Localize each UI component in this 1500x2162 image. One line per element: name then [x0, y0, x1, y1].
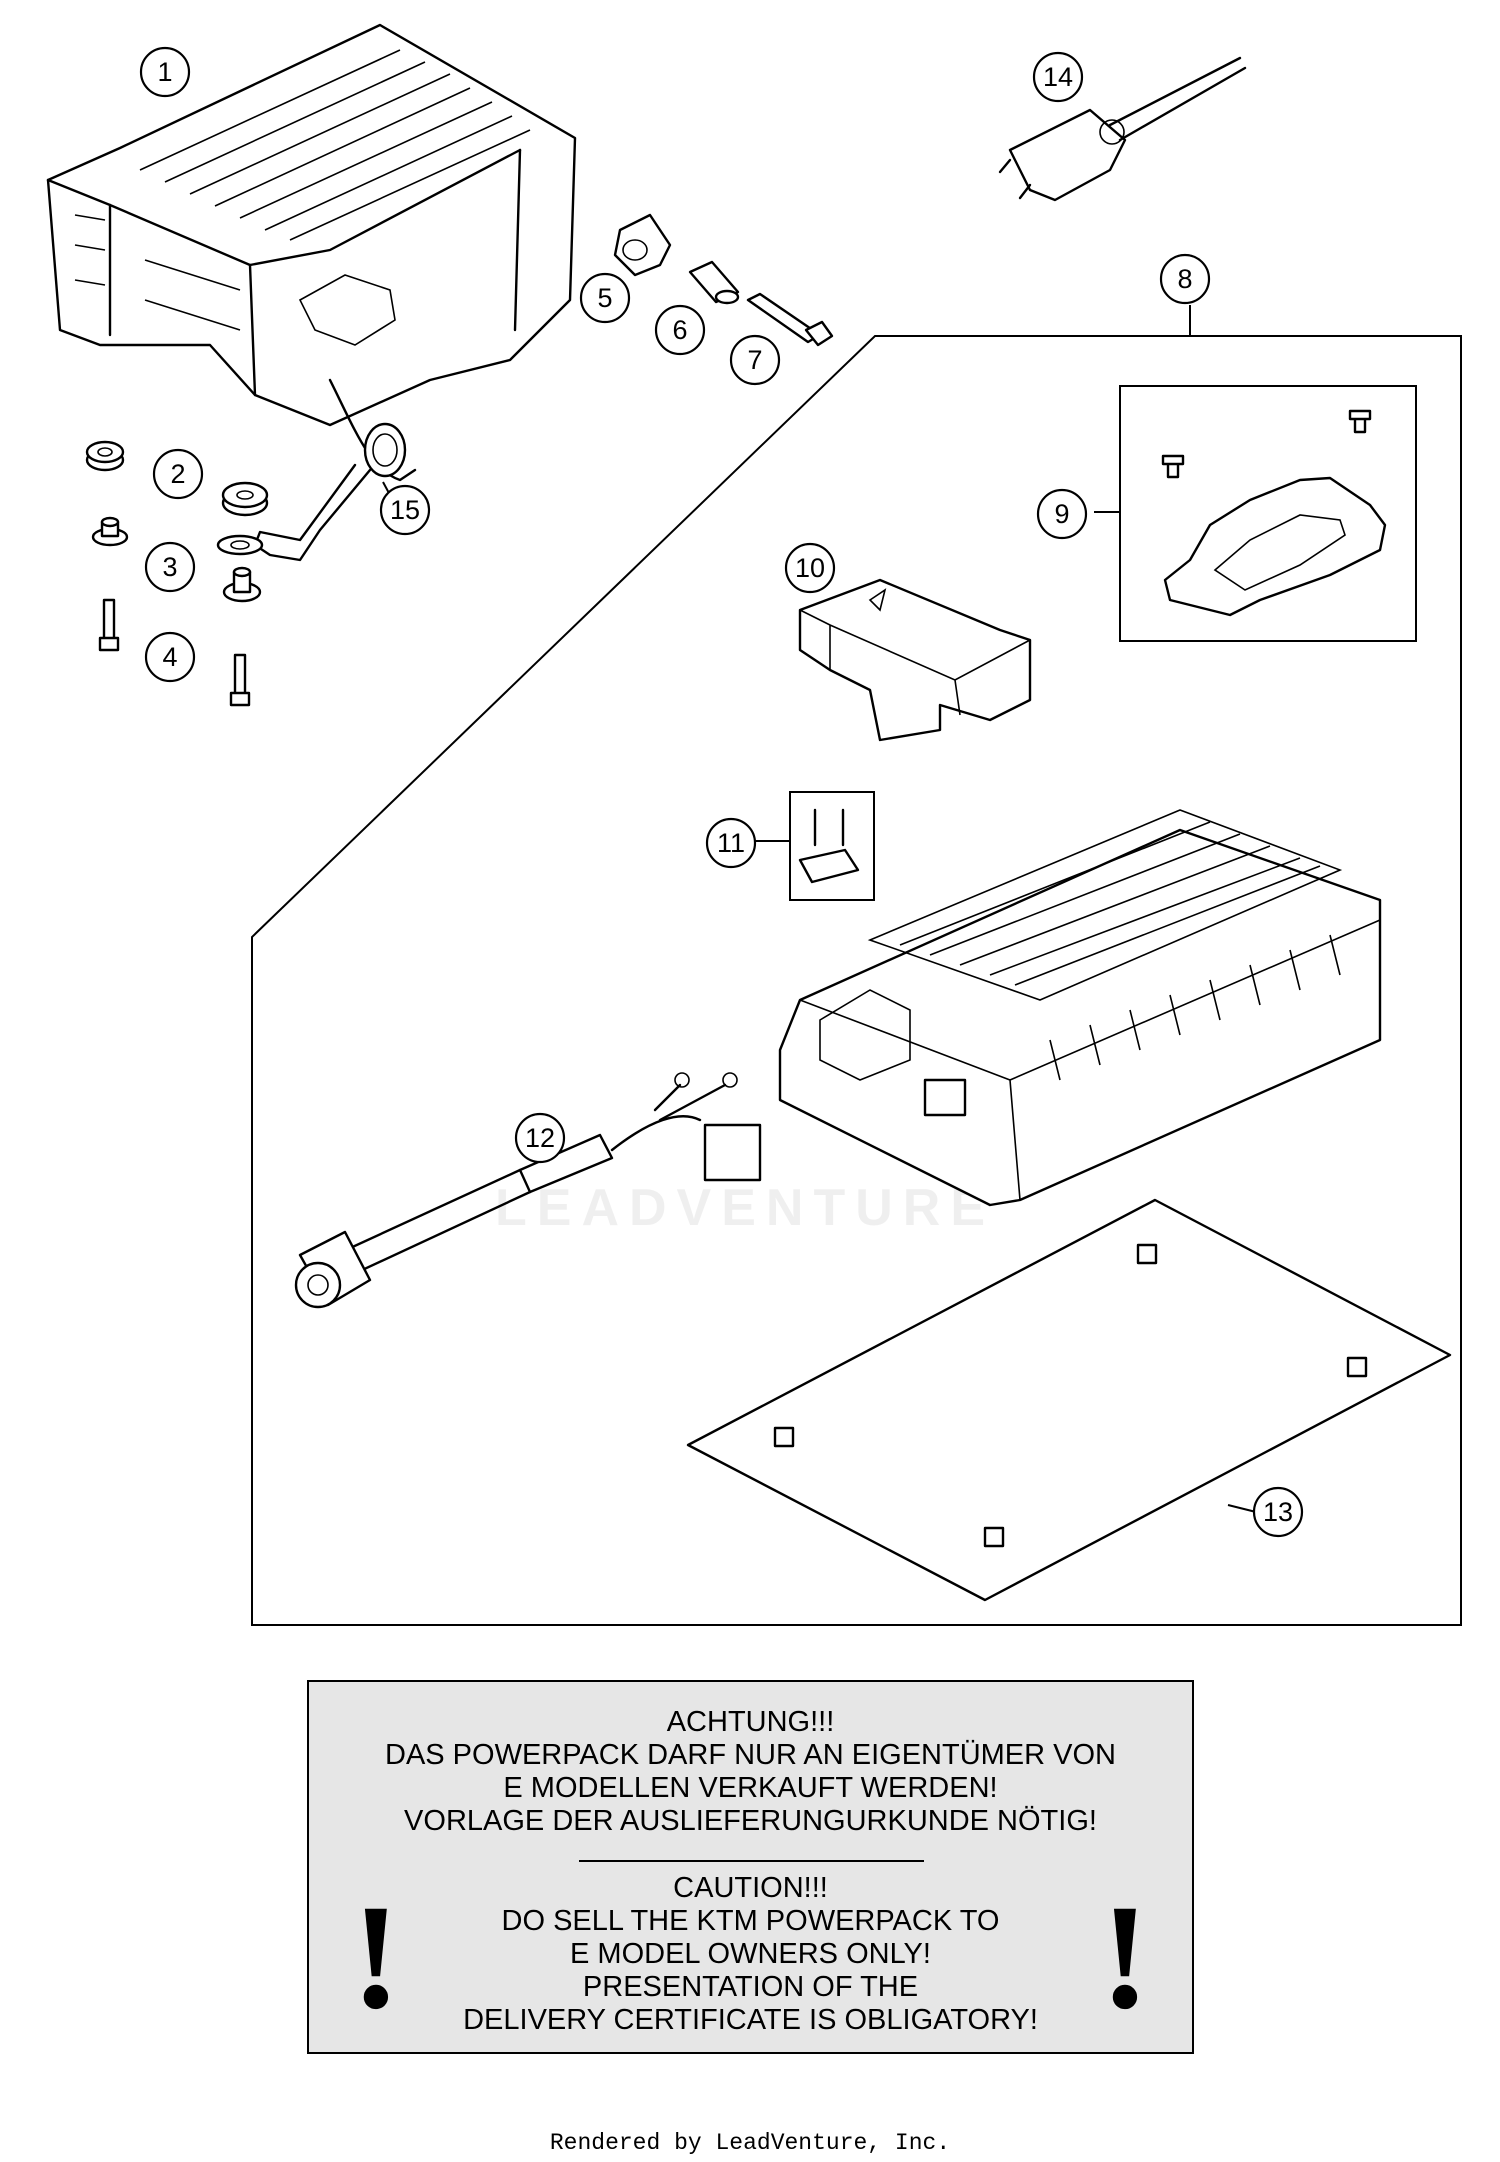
english-warning-line: PRESENTATION OF THE — [582, 1971, 919, 2003]
sleeve-part[interactable] — [688, 260, 740, 305]
callout-2[interactable]: 2 — [152, 448, 204, 500]
callout-7[interactable]: 7 — [729, 334, 781, 386]
charging-cable-part[interactable] — [294, 1072, 762, 1309]
callout-11[interactable]: 11 — [705, 817, 757, 869]
english-warning-line: E MODEL OWNERS ONLY! — [570, 1938, 931, 1970]
german-warning: ACHTUNG!!! DAS POWERPACK DARF NUR AN EIG… — [309, 1706, 1192, 1838]
german-warning-line: VORLAGE DER AUSLIEFERUNGURKUNDE NÖTIG! — [404, 1805, 1097, 1837]
battery-housing-part[interactable] — [46, 23, 577, 482]
german-warning-line: DAS POWERPACK DARF NUR AN EIGENTÜMER VON — [385, 1739, 1116, 1771]
clamp-kit-part[interactable] — [798, 808, 860, 884]
exclamation-icon: ! — [351, 1874, 401, 2040]
callout-15[interactable]: 15 — [379, 484, 431, 536]
watermark: LEADVENTURE — [495, 1179, 995, 1237]
charging-port-cap-part[interactable] — [253, 422, 407, 562]
exclamation-icon: ! — [1100, 1874, 1150, 2040]
handle-part[interactable] — [1161, 409, 1387, 617]
callout-14[interactable]: 14 — [1032, 51, 1084, 103]
base-plate-part[interactable] — [686, 1198, 1452, 1602]
svg-text:5: 5 — [597, 283, 612, 313]
svg-text:3: 3 — [162, 552, 177, 582]
bolt-parts[interactable] — [98, 598, 251, 707]
callout-13[interactable]: 13 — [1252, 1486, 1304, 1538]
callout-4[interactable]: 4 — [144, 631, 196, 683]
leader-13 — [1227, 1504, 1257, 1513]
bushing-parts[interactable] — [91, 516, 264, 603]
svg-text:11: 11 — [717, 828, 745, 858]
grommet-parts[interactable] — [85, 440, 269, 517]
callout-8[interactable]: 8 — [1159, 253, 1211, 305]
english-warning-line: DELIVERY CERTIFICATE IS OBLIGATORY! — [463, 2004, 1038, 2036]
svg-text:6: 6 — [672, 315, 687, 345]
german-warning-line: E MODELLEN VERKAUFT WERDEN! — [503, 1772, 998, 1804]
callout-9[interactable]: 9 — [1036, 488, 1088, 540]
callout-5[interactable]: 5 — [579, 272, 631, 324]
svg-text:10: 10 — [795, 553, 825, 583]
svg-text:1: 1 — [157, 57, 172, 87]
warning-notice: ACHTUNG!!! DAS POWERPACK DARF NUR AN EIG… — [307, 1680, 1194, 2054]
svg-text:4: 4 — [162, 642, 177, 672]
english-warning-line: CAUTION!!! — [673, 1872, 828, 1904]
english-warning: CAUTION!!! DO SELL THE KTM POWERPACK TO … — [309, 1872, 1192, 2037]
charger-module-part[interactable] — [778, 809, 1382, 1207]
small-kit-subbox — [789, 791, 875, 901]
svg-text:8: 8 — [1177, 264, 1192, 294]
handle-subbox — [1119, 385, 1417, 642]
power-plug-part[interactable] — [998, 56, 1247, 202]
svg-text:15: 15 — [390, 495, 420, 525]
render-credit: Rendered by LeadVenture, Inc. — [549, 2130, 951, 2156]
german-warning-line: ACHTUNG!!! — [666, 1706, 835, 1738]
callout-6[interactable]: 6 — [654, 304, 706, 356]
long-bolt-part[interactable] — [746, 292, 834, 347]
svg-text:9: 9 — [1054, 499, 1069, 529]
callout-10[interactable]: 10 — [784, 542, 836, 594]
svg-text:2: 2 — [170, 459, 185, 489]
english-warning-line: DO SELL THE KTM POWERPACK TO — [501, 1905, 1000, 1937]
callout-1[interactable]: 1 — [139, 46, 191, 98]
svg-text:14: 14 — [1043, 62, 1073, 92]
svg-text:13: 13 — [1263, 1497, 1293, 1527]
nut-part[interactable] — [613, 213, 672, 277]
svg-text:12: 12 — [525, 1123, 555, 1153]
svg-text:7: 7 — [747, 345, 762, 375]
kit-outline — [251, 335, 1462, 1626]
cover-part[interactable] — [798, 578, 1032, 742]
warning-divider — [579, 1860, 924, 1862]
callout-12[interactable]: 12 — [514, 1112, 566, 1164]
callout-3[interactable]: 3 — [144, 541, 196, 593]
